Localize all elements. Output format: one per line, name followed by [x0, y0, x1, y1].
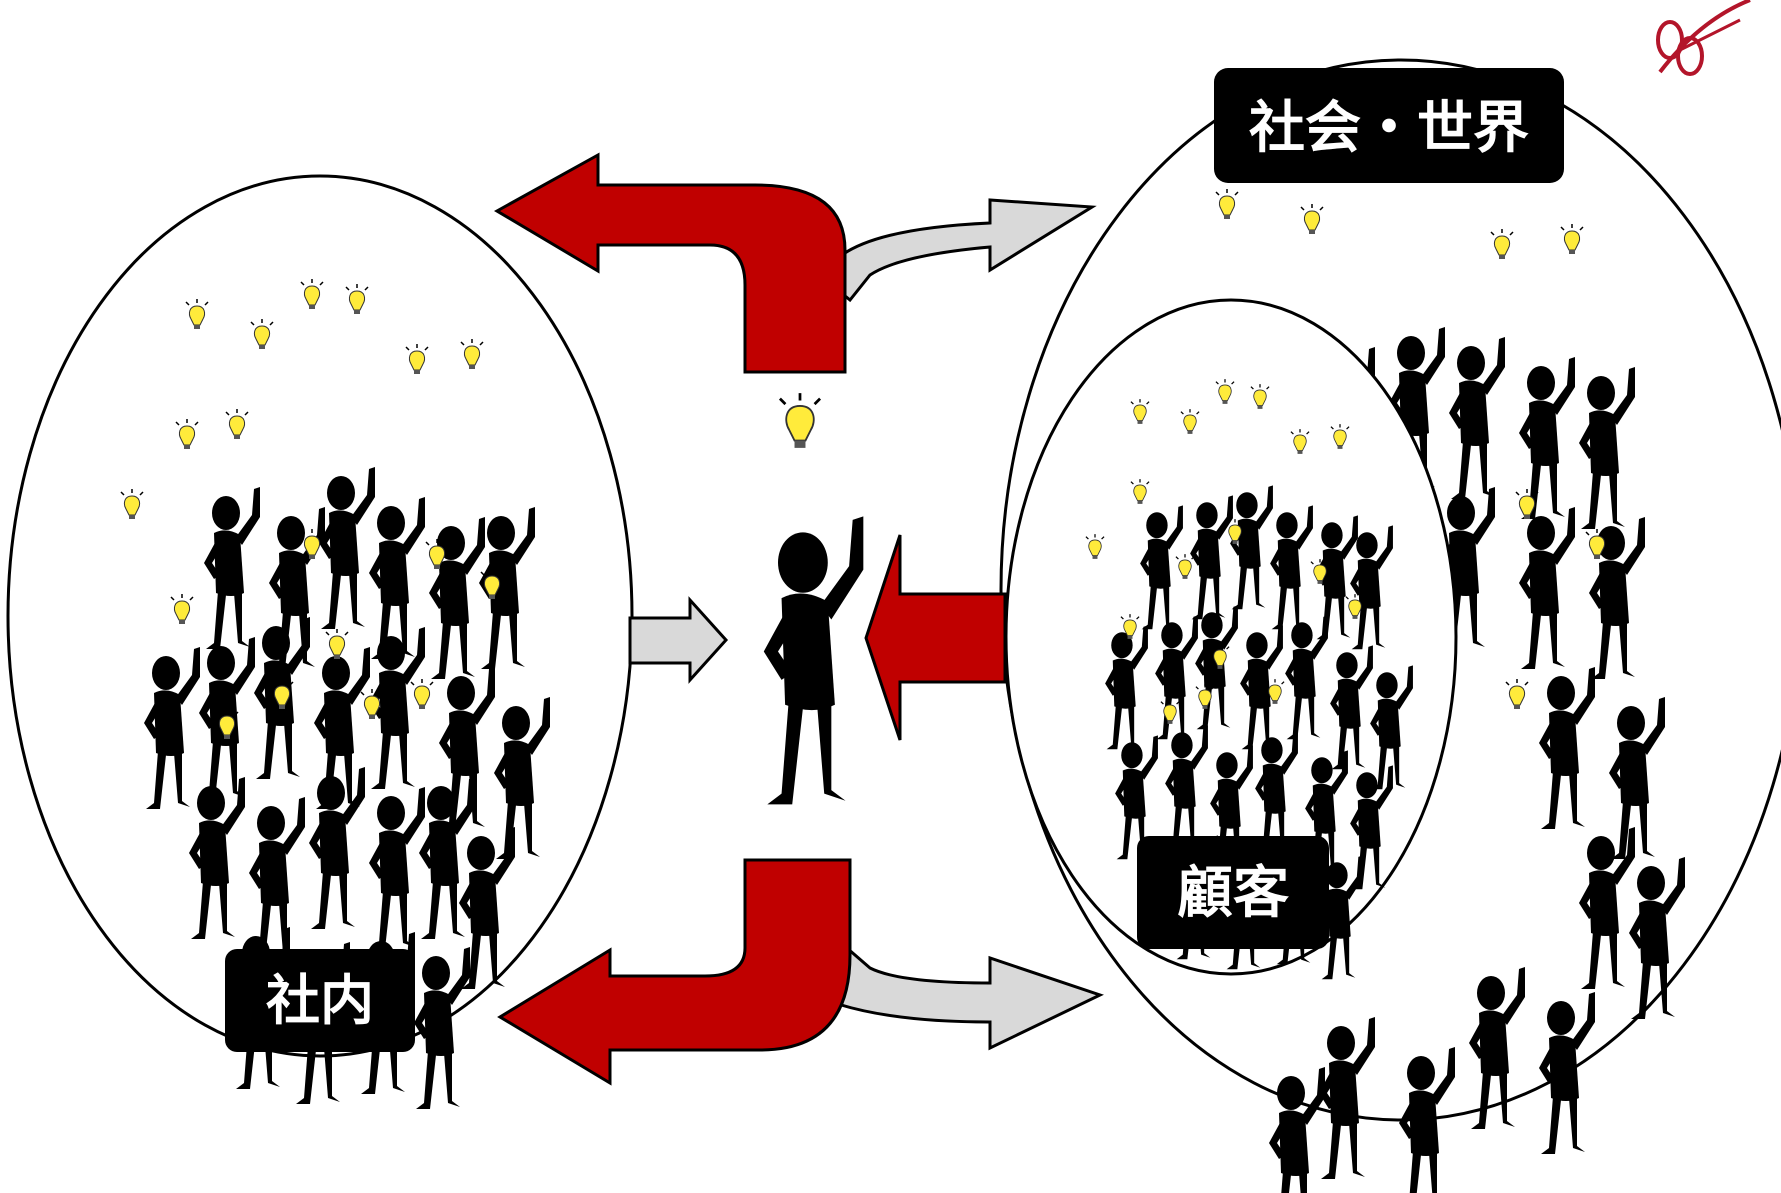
brand-logo-icon [1656, 0, 1751, 76]
lightbulb-idea-icon [778, 391, 822, 450]
internal-label: 社内 [225, 949, 415, 1052]
red-arrow-top-left [493, 152, 847, 374]
customers-label: 顧客 [1137, 836, 1329, 949]
gray-arrow-middle-right [628, 596, 729, 684]
red-arrow-bottom-left [497, 858, 852, 1086]
gray-arrow-top-right [790, 198, 1097, 303]
customers-label-text: 顧客 [1177, 861, 1289, 926]
internal-ellipse [6, 174, 634, 1058]
person-raising-hand-icon [763, 516, 864, 805]
internal-label-text: 社内 [266, 969, 374, 1032]
society-world-label: 社会・世界 [1214, 68, 1564, 183]
red-arrow-middle-left [864, 534, 1007, 741]
center-person-with-idea [763, 391, 864, 805]
society-world-label-text: 社会・世界 [1249, 96, 1529, 161]
